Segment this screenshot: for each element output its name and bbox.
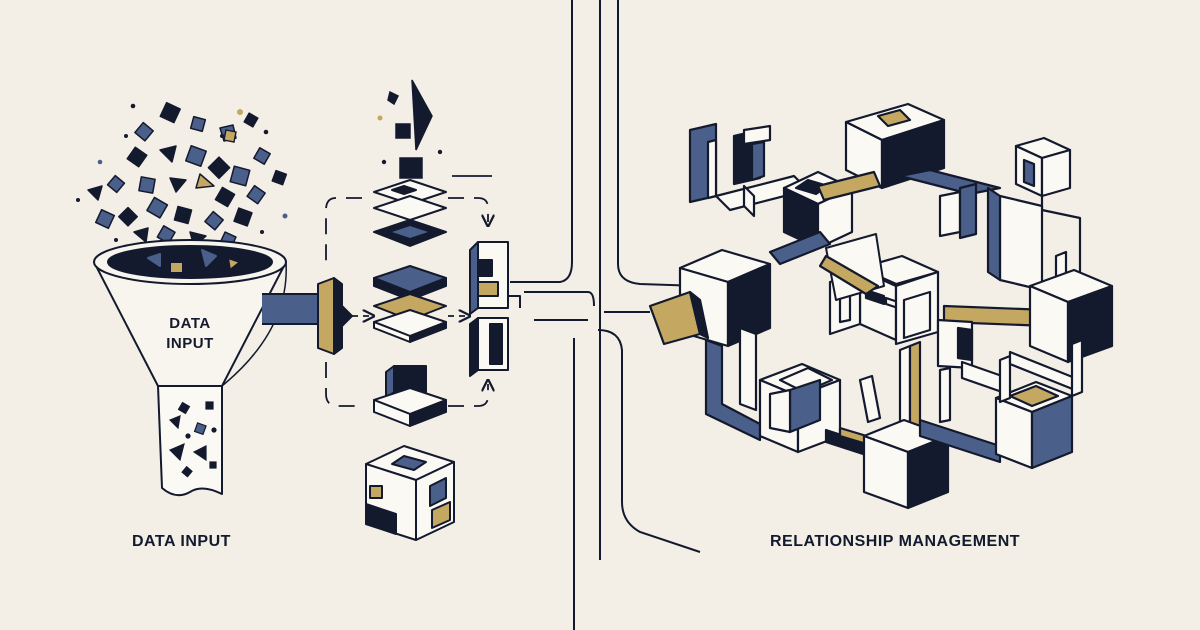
funnel-output-shapes <box>168 401 217 478</box>
flow-dashed-paths <box>325 175 492 407</box>
arrow-right-icon <box>262 277 353 355</box>
pillar-blocks-icon <box>469 241 521 377</box>
funnel-icon <box>93 239 287 497</box>
stacked-layers-icon <box>373 179 447 427</box>
data-input-caption: DATA INPUT <box>132 533 231 550</box>
divider-lines <box>510 0 701 630</box>
scattered-data-shapes <box>87 101 288 249</box>
scattered-dots <box>76 103 288 242</box>
decorative-arrowhead-icon <box>377 79 443 179</box>
funnel-label: DATA INPUT <box>166 315 214 352</box>
relationship-management-caption: RELATIONSHIP MANAGEMENT <box>770 533 1021 550</box>
cube-icon <box>365 445 455 541</box>
cube-network-icon <box>648 102 1114 510</box>
